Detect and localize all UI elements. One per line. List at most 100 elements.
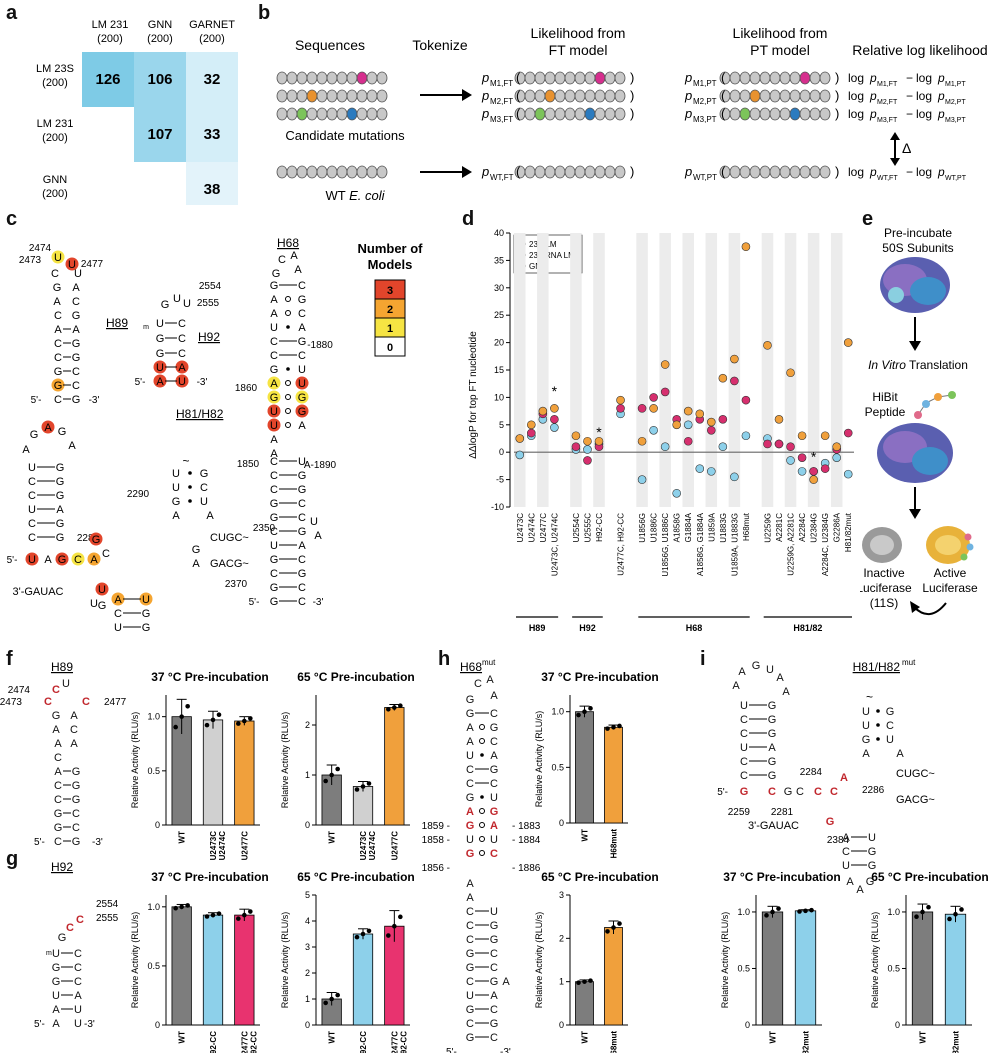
sequence-bead xyxy=(799,165,811,179)
sequence-bead xyxy=(564,89,576,103)
position-label: 1860 xyxy=(235,383,258,394)
nucleotide: A xyxy=(490,820,498,832)
sequence-bead xyxy=(749,89,761,103)
significance-star: * xyxy=(552,383,558,399)
x-category-label: WT xyxy=(581,829,590,842)
data-point xyxy=(774,415,784,424)
replicate-point xyxy=(959,907,964,912)
ft-subscript: M3,FT xyxy=(490,115,513,124)
y-axis-label: Relative Activity (RLU/s) xyxy=(130,912,140,1009)
nucleotide: G xyxy=(56,462,65,474)
nucleotide: C xyxy=(490,1004,498,1016)
data-point xyxy=(832,453,841,462)
data-point xyxy=(843,428,853,438)
nucleotide: C xyxy=(466,934,474,946)
sequence-bead xyxy=(759,107,771,121)
y-axis-label: Relative Activity (RLU/s) xyxy=(280,912,290,1009)
active-label: Active xyxy=(934,566,967,580)
nucleotide: U xyxy=(74,268,82,280)
nucleotide: G xyxy=(156,333,165,345)
chart-title: 65 °C Pre-incubation xyxy=(871,870,989,884)
nucleotide: U xyxy=(862,706,870,718)
curved-arrow xyxy=(913,602,947,615)
highlight-nucleotide xyxy=(71,552,85,566)
category-label: A1858G xyxy=(673,513,682,542)
sequence-bead xyxy=(376,89,388,103)
data-point xyxy=(616,395,625,405)
x-category-label: WT xyxy=(178,1031,187,1044)
tilde: ~ xyxy=(182,454,189,468)
inactive-label: Inactive xyxy=(863,566,905,580)
sequence-bead xyxy=(366,89,378,103)
data-point xyxy=(797,431,807,441)
nucleotide: G xyxy=(298,470,307,482)
position-label: 2281 xyxy=(771,807,794,818)
x-category-label: U2477C xyxy=(240,831,249,861)
delta-symbol: Δ xyxy=(902,140,911,156)
y-tick-label: 4 xyxy=(305,916,310,926)
sequence-bead xyxy=(554,107,566,121)
paren: ) xyxy=(835,70,839,85)
position-label: 2286 xyxy=(862,785,885,796)
nucleotide: C xyxy=(178,333,186,345)
y-tick-label: 40 xyxy=(494,228,504,238)
sequence-bead xyxy=(769,71,781,85)
nucleotide: C xyxy=(74,976,82,988)
category-label: U2555C xyxy=(583,513,592,543)
h-helix-sup: mut xyxy=(482,658,496,667)
highlight-nucleotide xyxy=(267,390,281,404)
sequence-bead xyxy=(604,89,616,103)
tokenize-arrowhead xyxy=(462,89,472,101)
position-label: - 1886 xyxy=(512,863,541,874)
nucleotide: A xyxy=(74,990,82,1002)
nucleotide: C xyxy=(814,786,822,798)
position-label: 2555 xyxy=(96,913,119,924)
nucleotide: G xyxy=(52,710,61,722)
nucleotide: C xyxy=(466,764,474,776)
nucleotide: G xyxy=(54,808,63,820)
nucleotide: C xyxy=(74,948,82,960)
nucleotide: A xyxy=(192,558,200,570)
e-arrowhead-1 xyxy=(909,341,921,351)
column-stripe xyxy=(593,233,605,507)
data-point xyxy=(763,439,772,449)
data-point xyxy=(594,436,604,446)
h81-label: H81/H82 xyxy=(176,407,224,421)
nucleotide: C xyxy=(740,714,748,726)
pt-likelihood-symbol: p xyxy=(684,88,692,103)
nucleotide: A xyxy=(466,806,474,818)
nucleotide: C xyxy=(72,296,80,308)
noncanonical-pair xyxy=(479,850,485,856)
data-point xyxy=(797,467,807,476)
nucleotide: C xyxy=(298,512,306,524)
nucleotide: A xyxy=(68,440,76,452)
gu-pair xyxy=(188,499,192,503)
replicate-point xyxy=(764,913,769,918)
replicate-point xyxy=(248,909,253,914)
nucleotide: C xyxy=(466,1018,474,1030)
nucleotide: C xyxy=(270,350,278,362)
y-tick-label: 0.5 xyxy=(887,963,900,973)
ft-subscript: WT,FT xyxy=(490,173,514,182)
sequence-bead xyxy=(809,89,821,103)
highlight-nucleotide xyxy=(51,378,65,392)
row-header-2-count: (200) xyxy=(42,132,68,144)
y-tick-label: 0.5 xyxy=(147,961,160,971)
replicate-point xyxy=(335,766,340,772)
nucleotide: C xyxy=(490,708,498,720)
highlight-nucleotide xyxy=(267,404,281,418)
p-symbol: p xyxy=(869,107,877,121)
nucleotide: U xyxy=(310,516,318,528)
column-stripe xyxy=(636,233,648,507)
sequence-bead xyxy=(336,89,348,103)
nucleotide: U xyxy=(200,496,208,508)
nucleotide: C xyxy=(278,254,286,266)
end-label: 5'- xyxy=(249,597,260,608)
nucleotide: C xyxy=(52,684,60,696)
ft-header-2: FT model xyxy=(549,42,608,58)
nucleotide: G xyxy=(54,366,63,378)
nucleotide: A xyxy=(178,362,186,374)
replicate-point xyxy=(173,905,178,911)
strand: CUGC~ xyxy=(210,532,249,544)
row-header-1-count: (200) xyxy=(42,77,68,89)
